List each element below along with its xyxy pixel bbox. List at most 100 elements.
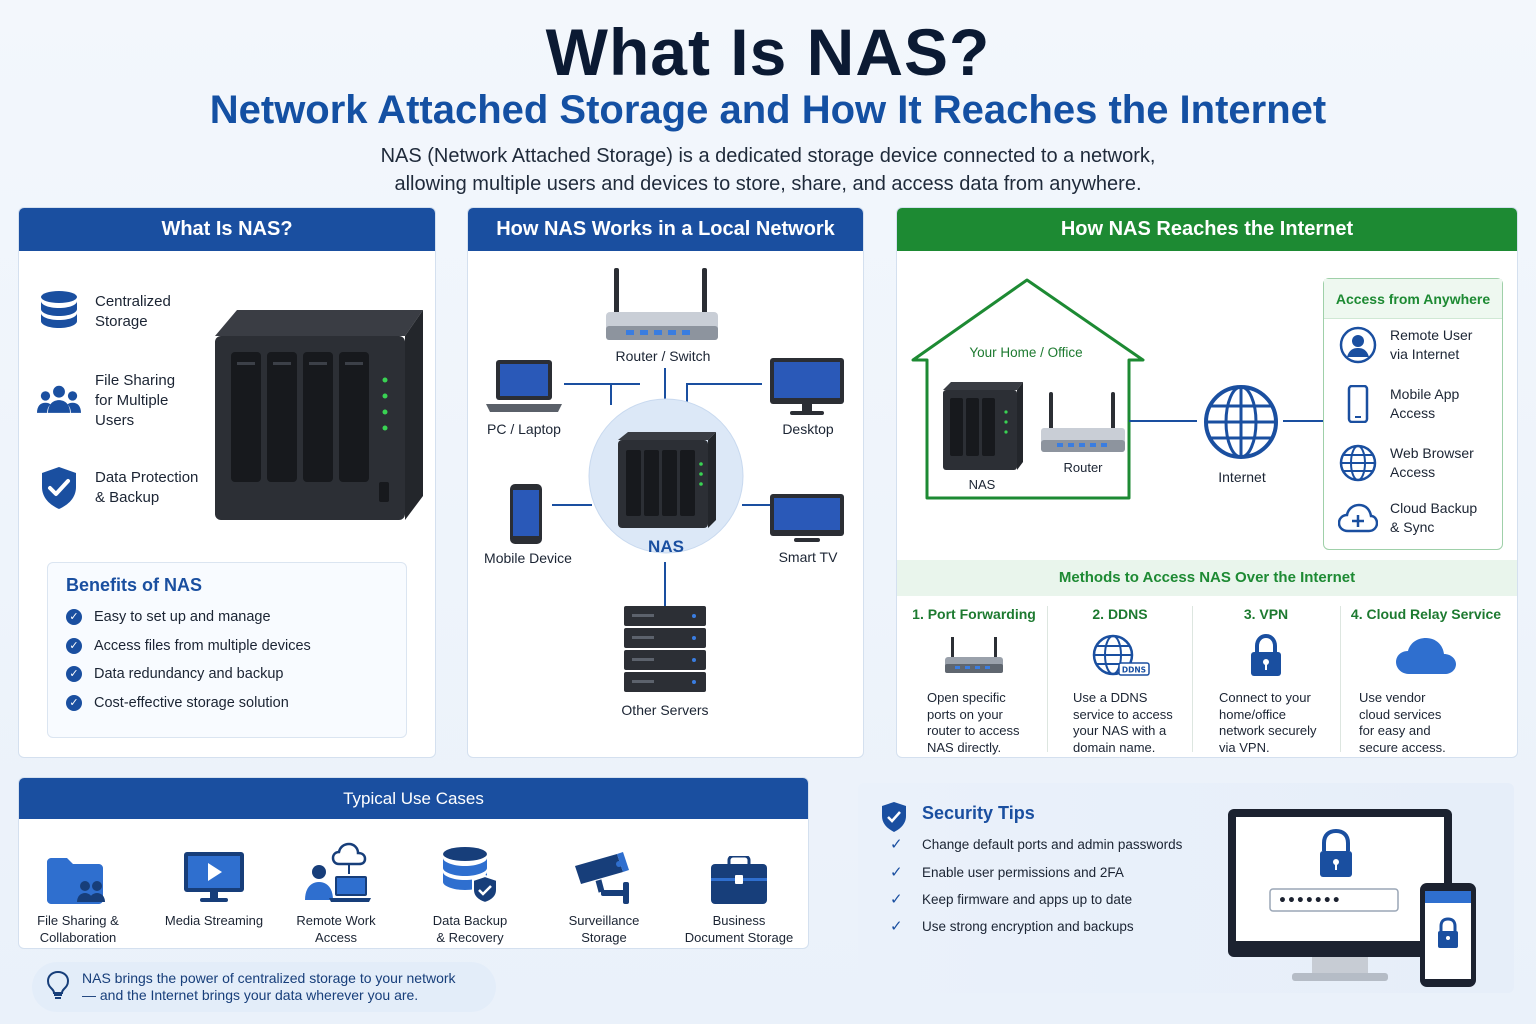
use-case-remote-work: Remote Work Access xyxy=(271,834,401,946)
shield-check-icon xyxy=(880,801,908,838)
feature-line: Users xyxy=(95,412,135,429)
user-icon xyxy=(1338,325,1378,365)
access-anywhere-box: Access from Anywhere Remote User via Int… xyxy=(1323,278,1503,550)
laptop-label: PC / Laptop xyxy=(487,421,561,437)
method-cloud-relay: 4. Cloud Relay Service Use vendor cloud … xyxy=(1341,600,1511,755)
monitor-play-icon xyxy=(149,834,279,904)
connector-line xyxy=(686,383,688,405)
tip-label: Change default ports and admin passwords xyxy=(922,836,1183,852)
feature-file-sharing: File Sharing for Multiple Users xyxy=(37,371,175,431)
label-line: Remote Work xyxy=(296,913,376,928)
remote-work-icon xyxy=(271,834,401,904)
benefit-item: ✓ Cost-effective storage solution xyxy=(66,695,289,711)
tip-label: Keep firmware and apps up to date xyxy=(922,891,1133,907)
panel-heading: How NAS Reaches the Internet xyxy=(897,208,1517,251)
feature-text: Centralized Storage xyxy=(95,292,171,332)
label-line: File Sharing & xyxy=(37,913,119,928)
desc-line: Use a DDNS xyxy=(1073,690,1148,705)
desc-line: router to access xyxy=(927,723,1020,738)
feature-line: File Sharing xyxy=(95,372,176,389)
use-case-surveillance: Surveillance Storage xyxy=(539,834,669,946)
desc-line: your NAS with a xyxy=(1073,723,1167,738)
feature-line: Centralized xyxy=(95,293,171,310)
use-cases-panel: Typical Use Cases File Sharing & Collabo… xyxy=(18,777,809,949)
method-title: 1. Port Forwarding xyxy=(912,606,1036,622)
check-icon: ✓ xyxy=(890,864,903,881)
access-line: Mobile App xyxy=(1390,386,1460,402)
label-line: Access xyxy=(315,930,357,945)
connector-line xyxy=(610,383,612,405)
nas-small-label: NAS xyxy=(968,477,996,492)
lock-icon xyxy=(1193,626,1339,686)
access-title: Access from Anywhere xyxy=(1324,279,1502,319)
check-icon: ✓ xyxy=(66,695,82,711)
connector-line xyxy=(686,383,762,385)
router-small-label: Router xyxy=(1063,460,1103,475)
connector-line xyxy=(664,368,666,404)
feature-line: Storage xyxy=(95,313,148,330)
desktop-icon xyxy=(770,358,844,421)
method-port-forwarding: 1. Port Forwarding Open specific ports o… xyxy=(901,600,1047,755)
smart-tv-icon xyxy=(770,494,844,549)
method-ddns: 2. DDNS DDNS Use a DDNS service to acces… xyxy=(1047,600,1193,755)
use-case-label: Remote Work Access xyxy=(271,912,401,946)
divider xyxy=(1192,606,1193,752)
connector-line xyxy=(1283,420,1323,422)
method-title: 3. VPN xyxy=(1243,606,1289,622)
nas-small-icon xyxy=(943,378,1025,477)
internet-label: Internet xyxy=(1218,469,1266,485)
nas-device-image xyxy=(215,306,425,526)
desc-line: network securely xyxy=(1219,723,1317,738)
use-case-label: File Sharing & Collaboration xyxy=(19,912,143,946)
folder-users-icon xyxy=(19,834,143,904)
access-text: Cloud Backup & Sync xyxy=(1390,499,1477,537)
panel-heading: Typical Use Cases xyxy=(19,778,808,819)
intro-line: NAS (Network Attached Storage) is a dedi… xyxy=(380,145,1156,167)
router-icon xyxy=(604,268,720,347)
access-item: Cloud Backup & Sync xyxy=(1338,498,1477,538)
check-icon: ✓ xyxy=(66,638,82,654)
panel-heading: How NAS Works in a Local Network xyxy=(468,208,863,251)
connector-line xyxy=(664,562,666,606)
use-case-label: Data Backup & Recovery xyxy=(405,912,535,946)
router-label: Router / Switch xyxy=(615,348,711,364)
feature-centralized-storage: Centralized Storage xyxy=(37,290,171,334)
smartphone-icon xyxy=(1338,384,1378,424)
benefit-item: ✓ Access files from multiple devices xyxy=(66,638,311,654)
desc-line: Connect to your xyxy=(1219,690,1311,705)
smart-tv-label: Smart TV xyxy=(778,549,838,565)
router-icon xyxy=(901,626,1047,686)
check-icon: ✓ xyxy=(890,836,903,853)
nas-center-node xyxy=(588,398,744,559)
benefit-label: Data redundancy and backup xyxy=(94,666,284,682)
method-desc: Use a DDNS service to access your NAS wi… xyxy=(1047,690,1193,756)
desc-line: NAS directly. xyxy=(927,739,1002,755)
ddns-badge: DDNS xyxy=(1122,666,1146,675)
desc-line: secure access. xyxy=(1359,739,1446,755)
feature-line: for Multiple xyxy=(95,392,169,409)
access-item: Mobile App Access xyxy=(1338,384,1459,424)
benefit-label: Cost-effective storage solution xyxy=(94,695,289,711)
use-case-label: Media Streaming xyxy=(149,912,279,929)
use-case-data-backup: Data Backup & Recovery xyxy=(405,834,535,946)
desc-line: via VPN. xyxy=(1219,739,1270,755)
access-text: Web Browser Access xyxy=(1390,444,1474,482)
method-desc: Open specific ports on your router to ac… xyxy=(901,690,1047,756)
benefits-title: Benefits of NAS xyxy=(66,575,203,595)
what-is-nas-panel: What Is NAS? Centralized Storage xyxy=(18,207,436,758)
feature-text: File Sharing for Multiple Users xyxy=(95,371,175,431)
security-tip: ✓ Use strong encryption and backups xyxy=(890,917,1134,935)
tip-text: NAS brings the power of centralized stor… xyxy=(82,970,456,1004)
globe-icon xyxy=(1338,443,1378,483)
benefits-box: Benefits of NAS ✓ Easy to set up and man… xyxy=(47,562,407,738)
access-line: Access xyxy=(1390,464,1436,480)
tip-line: — and the Internet brings your data wher… xyxy=(82,987,419,1003)
check-icon: ✓ xyxy=(66,609,82,625)
intro-text: NAS (Network Attached Storage) is a dedi… xyxy=(0,142,1536,198)
access-item: Remote User via Internet xyxy=(1338,325,1472,365)
feature-line: Data Protection xyxy=(95,469,199,486)
page-title: What Is NAS? xyxy=(545,15,991,89)
security-tip: ✓ Enable user permissions and 2FA xyxy=(890,863,1124,881)
access-text: Remote User via Internet xyxy=(1390,326,1472,364)
tip-label: Enable user permissions and 2FA xyxy=(922,864,1124,880)
